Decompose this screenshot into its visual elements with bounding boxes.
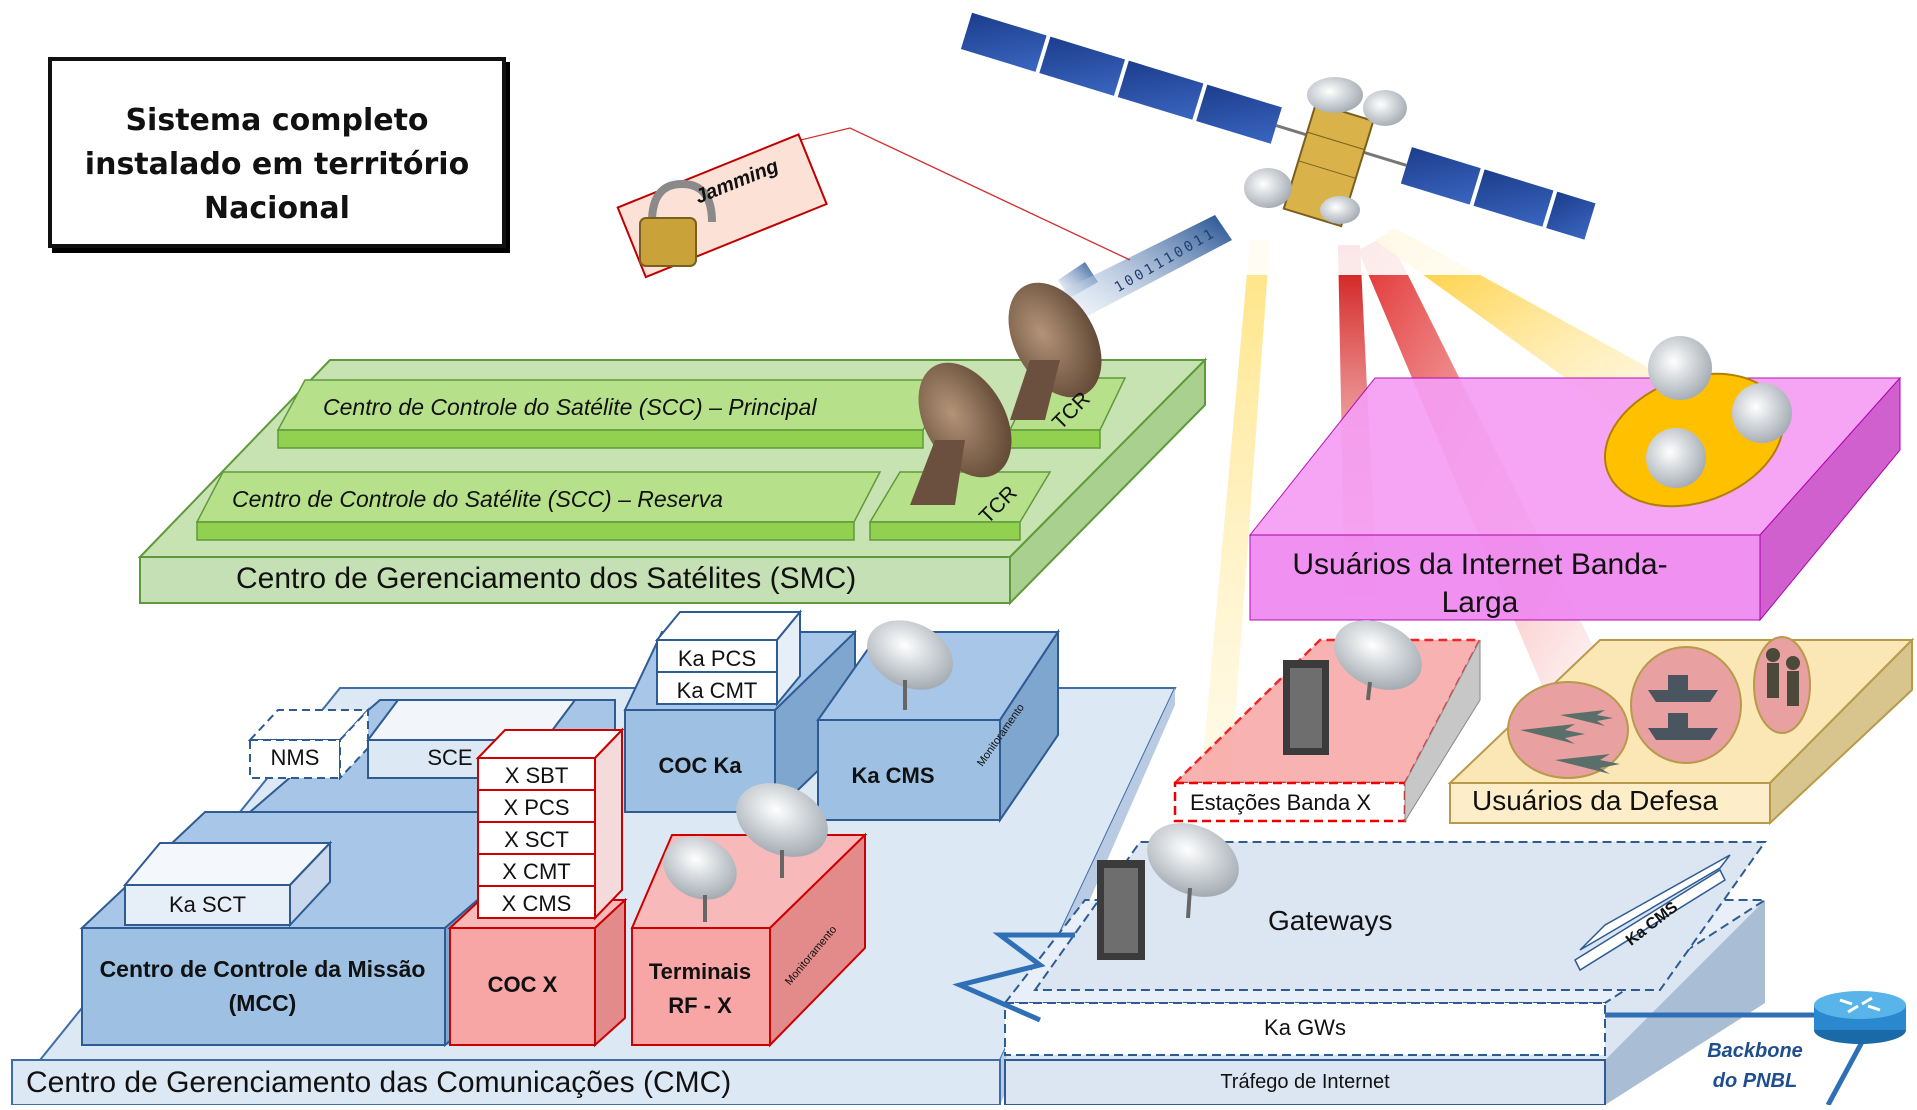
- ka-pcs-label: Ka PCS: [677, 646, 757, 671]
- uplink-beam-2: [1060, 215, 1232, 320]
- tcr-pad-2: [868, 471, 1052, 541]
- x-stack: [475, 727, 625, 921]
- gateways-platform: [1002, 841, 1769, 1106]
- ka-cms-label: Ka CMS: [851, 763, 935, 788]
- trafego-label: Tráfego de Internet: [1220, 1071, 1390, 1093]
- x-cms-label: X CMS: [501, 891, 572, 916]
- aircraft-icon: [1520, 710, 1620, 774]
- scc-reserva-bar: [195, 471, 882, 541]
- smc-label: Centro de Gerenciamento dos Satélites (S…: [236, 562, 857, 595]
- scc-principal-bar: [276, 379, 952, 449]
- nms-box: [247, 707, 371, 781]
- coc-x-label: COC X: [487, 972, 558, 997]
- satellite-icon: [940, 12, 1605, 275]
- mcc-label: Centro de Controle da Missão (MCC): [99, 956, 426, 1016]
- ka-sct-box: [122, 840, 333, 928]
- dish-icon-terminais-1: [663, 836, 737, 922]
- padlock-icon: [639, 179, 716, 267]
- x-pcs-label: X PCS: [503, 795, 570, 820]
- dish-icon-estacoes: [1334, 620, 1422, 701]
- ka-pcs-stack: [654, 609, 803, 707]
- tcr-antenna-icon-1: [1008, 282, 1102, 420]
- gateways-label: Gateways: [1268, 905, 1393, 936]
- tcr-antenna-icon-2: [910, 362, 1012, 505]
- backbone-label: Backbone do PNBL: [1707, 1040, 1803, 1092]
- ka-gws-label: Ka GWs: [1264, 1015, 1346, 1040]
- beam-yellow-left: [1200, 240, 1270, 790]
- scc-principal-label: Centro de Controle do Satélite (SCC) – P…: [323, 394, 817, 420]
- dish-icon-terminais-2: [736, 783, 828, 878]
- dish-icon-ka-cms: [867, 620, 953, 710]
- x-sbt-label: X SBT: [504, 763, 569, 788]
- scc-reserva-label: Centro de Controle do Satélite (SCC) – R…: [232, 486, 723, 512]
- router-icon: [1814, 991, 1906, 1044]
- cmc-label: Centro de Gerenciamento das Comunicações…: [26, 1066, 732, 1099]
- defesa-label: Usuários da Defesa: [1472, 785, 1718, 816]
- x-sct-label: X SCT: [504, 827, 569, 852]
- network-links: [952, 932, 1865, 1107]
- coc-ka-label: COC Ka: [658, 753, 742, 778]
- dish-icon-gateways: [1147, 823, 1239, 919]
- nms-label: NMS: [270, 745, 320, 770]
- dish-icon-internet: [1646, 336, 1792, 488]
- title-text: Sistema completo instalado em território…: [84, 103, 470, 226]
- terminais-label: Terminais RF - X: [648, 959, 752, 1018]
- internet-users-label: Usuários da Internet Banda-Larga: [1292, 548, 1668, 619]
- server-rack-icon-estacoes: [1283, 660, 1329, 755]
- sce-label: SCE: [427, 745, 473, 770]
- server-rack-icon-gateways: [1097, 860, 1145, 960]
- soldier-icon: [1766, 648, 1800, 706]
- ka-sct-label: Ka SCT: [168, 892, 247, 917]
- ka-cmt-label: Ka CMT: [676, 678, 758, 703]
- ship-icon: [1648, 675, 1718, 740]
- estacoes-label: Estações Banda X: [1190, 790, 1372, 815]
- title-box: Sistema completo instalado em território…: [48, 57, 506, 248]
- x-cmt-label: X CMT: [502, 859, 571, 884]
